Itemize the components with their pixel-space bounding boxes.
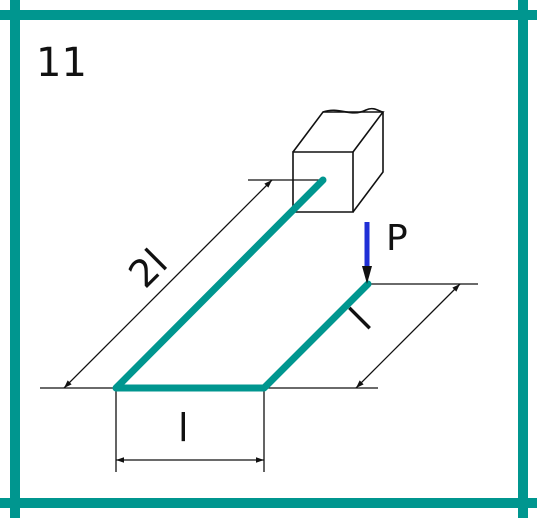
label-bottom-l: l — [178, 406, 189, 450]
problem-number: 11 — [36, 40, 87, 86]
dimension-line-side-l — [355, 283, 461, 389]
extension-lines — [40, 179, 478, 472]
label-2l: 2l — [120, 241, 176, 297]
label-load-p: P — [386, 218, 408, 259]
label-side-l: l — [341, 300, 380, 339]
load-arrow — [362, 222, 372, 284]
beam-frame — [112, 176, 372, 392]
dimension-line-2l — [63, 179, 273, 389]
